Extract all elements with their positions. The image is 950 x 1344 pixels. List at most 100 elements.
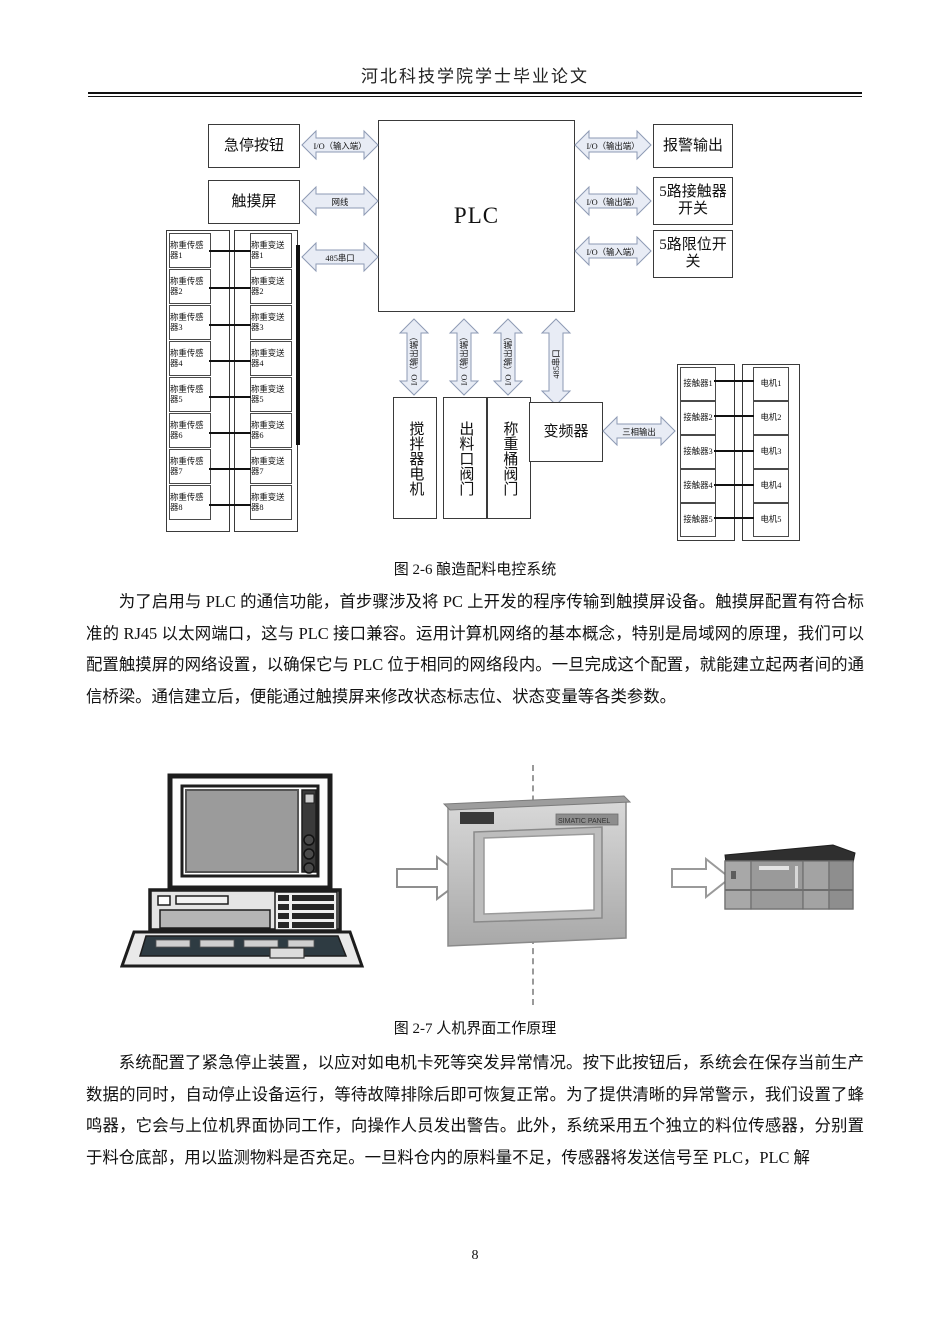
contactor-switch-label: 5路接触器开关 — [659, 184, 727, 217]
header-rule-thin — [88, 96, 862, 97]
motor-label: 电机4 — [760, 481, 782, 491]
contactor-cell: 接触器1 — [680, 367, 716, 401]
figure-2-7-caption: 图 2-7 人机界面工作原理 — [393, 1021, 557, 1037]
alarm-output-box: 报警输出 — [653, 124, 733, 168]
motor-label: 电机5 — [760, 515, 782, 525]
arrow-weigh-bucket-valve — [492, 318, 524, 396]
discharge-valve-label: 出料口阀门 — [457, 420, 474, 496]
contactor-cell: 接触器5 — [680, 503, 716, 537]
plc-label: PLC — [453, 203, 500, 229]
transmitter-cell: 称重变送器7 — [250, 449, 292, 484]
arrow-label-io-output-2: I/O（输出端） — [586, 198, 640, 207]
sensor-wire — [209, 324, 251, 326]
transmitter-cell: 称重变送器4 — [250, 341, 292, 376]
arrow-contactor-switch — [574, 185, 652, 217]
plc-rack-illustration — [724, 844, 856, 910]
contactor-cell: 接触器2 — [680, 401, 716, 435]
figure-2-6-caption: 图 2-6 酿造配料电控系统 — [393, 562, 557, 578]
sensor-wire — [209, 396, 251, 398]
transmitter-label: 称重变送器8 — [251, 492, 285, 512]
contactor-motor-wire — [714, 517, 754, 519]
arrow-label-io-input-2: I/O（输入端） — [586, 248, 640, 257]
transmitter-label: 称重变送器7 — [251, 456, 285, 476]
transmitter-label: 称重变送器6 — [251, 420, 285, 440]
mixer-motor-label: 搅拌器电机 — [407, 420, 424, 496]
mixer-motor-box: 搅拌器电机 — [393, 397, 437, 519]
limit-switch-label: 5路限位开关 — [659, 237, 727, 270]
emergency-stop-label: 急停按钮 — [223, 137, 284, 154]
panel-brand-text: SIMATIC PANEL — [558, 818, 610, 825]
alarm-output-label: 报警输出 — [662, 137, 723, 154]
transmitter-cell: 称重变送器1 — [250, 233, 292, 268]
sensor-cell: 称重传感器3 — [169, 305, 211, 340]
contactor-switch-box: 5路接触器开关 — [653, 177, 733, 225]
transmitter-cell: 称重变送器8 — [250, 485, 292, 520]
motor-label: 电机3 — [760, 447, 782, 457]
contactor-label: 接触器5 — [683, 515, 713, 525]
transmitter-cell: 称重变送器3 — [250, 305, 292, 340]
contactor-motor-wire — [714, 450, 754, 452]
transmitter-label: 称重变送器5 — [251, 384, 285, 404]
sensor-cell: 称重传感器8 — [169, 485, 211, 520]
transmitter-label: 称重变送器4 — [251, 348, 285, 368]
sensor-cell: 称重传感器2 — [169, 269, 211, 304]
plc-box: PLC — [378, 120, 575, 312]
arrow-touchscreen — [301, 185, 379, 217]
arrow-panel-to-plc — [671, 857, 732, 899]
sensor-label: 称重传感器7 — [170, 456, 204, 476]
transmitter-cell: 称重变送器2 — [250, 269, 292, 304]
arrow-label-485-serial: 485串口 — [325, 254, 355, 263]
limit-switch-box: 5路限位开关 — [653, 230, 733, 278]
transmitter-label: 称重变送器1 — [251, 240, 285, 260]
arrow-label-three-phase: 三相输出 — [622, 428, 656, 437]
sensor-wire — [209, 504, 251, 506]
emergency-stop-box: 急停按钮 — [208, 124, 300, 168]
sensor-wire — [209, 360, 251, 362]
motor-label: 电机2 — [760, 413, 782, 423]
sensor-cell: 称重传感器7 — [169, 449, 211, 484]
arrow-discharge-valve — [448, 318, 480, 396]
sensor-cell: 称重传感器1 — [169, 233, 211, 268]
body-paragraph-2-text: 系统配置了紧急停止装置，以应对如电机卡死等突发异常情况。按下此按钮后，系统会在保… — [86, 1053, 864, 1167]
body-paragraph-1: 为了启用与 PLC 的通信功能，首步骤涉及将 PC 上开发的程序传输到触摸屏设备… — [86, 586, 864, 712]
sensor-label: 称重传感器6 — [170, 420, 204, 440]
inverter-label: 变频器 — [543, 423, 589, 440]
discharge-valve-box: 出料口阀门 — [443, 397, 487, 519]
touchscreen-label: 触摸屏 — [231, 193, 277, 210]
computer-illustration — [120, 773, 365, 968]
contactor-motor-wire — [714, 484, 754, 486]
header-title: 河北科技学院学士毕业论文 — [361, 67, 589, 86]
header-rule-thick — [88, 92, 862, 94]
transmitter-label: 称重变送器3 — [251, 312, 285, 332]
touchscreen-box: 触摸屏 — [208, 180, 300, 224]
page-number: 8 — [471, 1248, 479, 1263]
inverter-box: 变频器 — [529, 402, 603, 462]
sensor-label: 称重传感器2 — [170, 276, 204, 296]
sensor-label: 称重传感器8 — [170, 492, 204, 512]
contactor-label: 接触器4 — [683, 481, 713, 491]
arrow-alarm-output — [574, 129, 652, 161]
page-header: 河北科技学院学士毕业论文 — [88, 62, 862, 87]
sensor-label: 称重传感器3 — [170, 312, 204, 332]
motor-cell: 电机5 — [753, 503, 789, 537]
contactor-label: 接触器2 — [683, 413, 713, 423]
sensor-wire — [209, 250, 251, 252]
arrow-limit-switch — [574, 235, 652, 267]
sensor-label: 称重传感器5 — [170, 384, 204, 404]
sensor-cell: 称重传感器6 — [169, 413, 211, 448]
weigh-bucket-valve-box: 称重桶阀门 — [487, 397, 531, 519]
sensor-cell: 称重传感器5 — [169, 377, 211, 412]
contactor-cell: 接触器3 — [680, 435, 716, 469]
sensor-label: 称重传感器4 — [170, 348, 204, 368]
arrow-label-io-output-1: I/O（输出端） — [586, 142, 640, 151]
transmitter-bus — [296, 245, 300, 445]
contactor-label: 接触器3 — [683, 447, 713, 457]
contactor-motor-wire — [714, 415, 754, 417]
arrow-label-network-cable: 网线 — [331, 198, 349, 207]
motor-label: 电机1 — [760, 379, 782, 389]
motor-cell: 电机2 — [753, 401, 789, 435]
contactor-label: 接触器1 — [683, 379, 713, 389]
sensor-wire — [209, 287, 251, 289]
body-paragraph-1-text: 为了启用与 PLC 的通信功能，首步骤涉及将 PC 上开发的程序传输到触摸屏设备… — [86, 592, 864, 706]
